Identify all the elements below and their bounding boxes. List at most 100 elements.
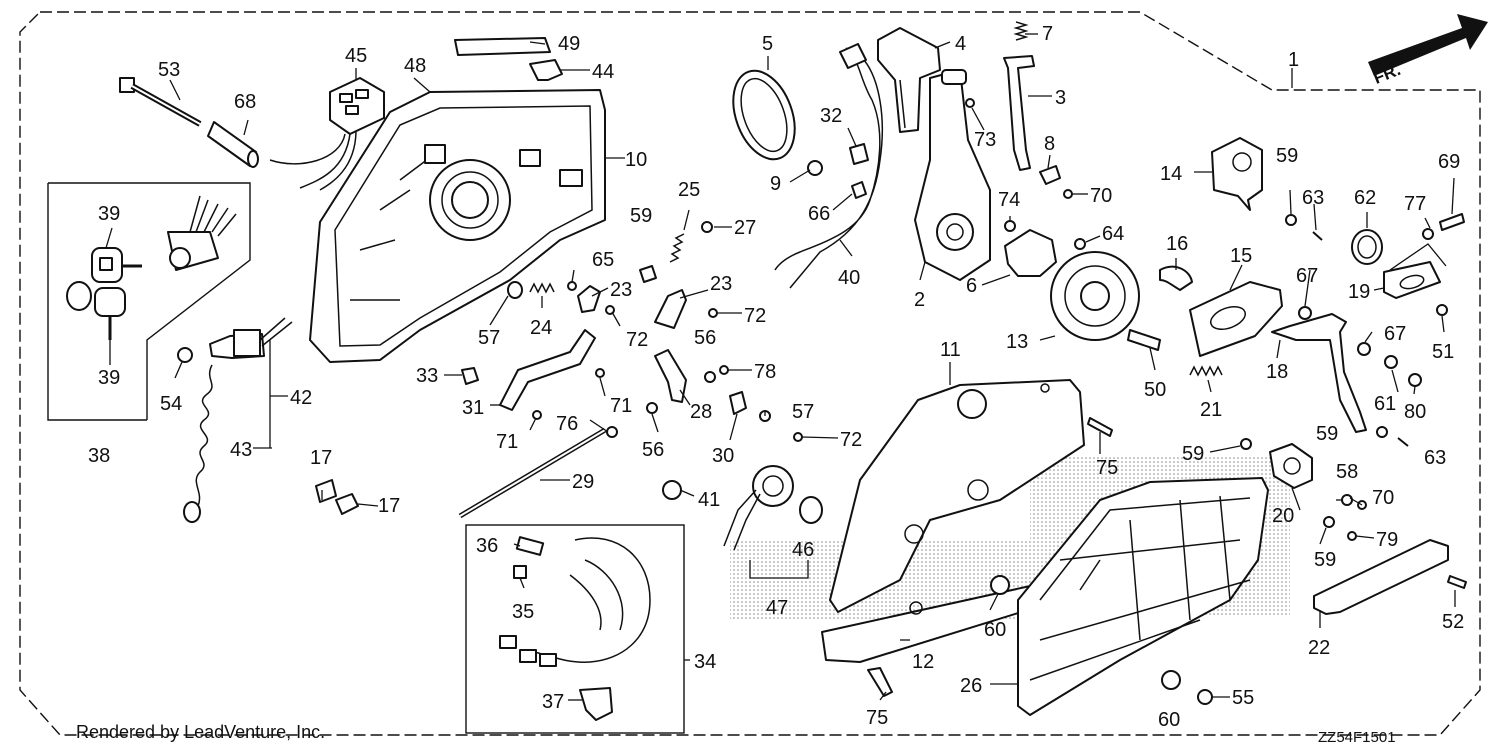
part-label-51: 51	[1432, 341, 1454, 363]
remote-control-housing-48	[309, 89, 606, 363]
part-label-37: 37	[542, 691, 564, 713]
harness-box-34	[465, 524, 685, 734]
part-label-77: 77	[1404, 193, 1426, 215]
washer-56b	[646, 402, 658, 414]
bracket-47	[749, 560, 809, 579]
link-31	[499, 329, 596, 411]
part-label-38: 38	[88, 445, 110, 467]
part-label-6: 6	[966, 275, 977, 297]
part-label-3: 3	[1055, 87, 1066, 109]
clamp-41	[662, 480, 682, 500]
ring-62	[1351, 229, 1383, 265]
part-label-45: 45	[345, 45, 367, 67]
washer-59e	[1323, 516, 1335, 528]
part-label-74: 74	[998, 189, 1020, 211]
part-label-42: 42	[290, 387, 312, 409]
part-label-60a: 60	[984, 619, 1006, 641]
assembly-frame	[19, 11, 1481, 736]
part-label-23b: 23	[710, 273, 732, 295]
switch-45	[269, 77, 385, 191]
part-label-7: 7	[1042, 23, 1053, 45]
spring-7	[1013, 21, 1029, 41]
part-label-58: 58	[1336, 461, 1358, 483]
part-label-23a: 23	[610, 279, 632, 301]
plate-13	[1050, 251, 1140, 341]
nut-76	[606, 426, 618, 438]
part-label-72b: 72	[626, 329, 648, 351]
washer-59d	[1240, 438, 1252, 450]
clip-30	[729, 391, 747, 415]
part-label-67b: 67	[1384, 323, 1406, 345]
part-label-54: 54	[160, 393, 182, 415]
part-label-79: 79	[1376, 529, 1398, 551]
bolt-79	[1347, 531, 1357, 541]
collar-68	[207, 121, 259, 168]
part-label-10: 10	[625, 149, 647, 171]
part-label-66: 66	[808, 203, 830, 225]
part-label-26: 26	[960, 675, 982, 697]
part-label-64: 64	[1102, 223, 1124, 245]
pin-63a	[1312, 231, 1323, 241]
part-label-12: 12	[912, 651, 934, 673]
label-49	[454, 37, 551, 56]
part-label-27: 27	[734, 217, 756, 239]
bolt-51	[1436, 304, 1448, 316]
part-label-31: 31	[462, 397, 484, 419]
clip-8	[1039, 165, 1061, 185]
nut-80	[1408, 373, 1422, 387]
part-label-32: 32	[820, 105, 842, 127]
diagram-code: ZZ54F1501	[1318, 729, 1396, 746]
washer-59b	[1285, 214, 1297, 226]
part-label-14: 14	[1160, 163, 1182, 185]
washer-77	[1422, 228, 1434, 240]
mounting-plate-26	[1017, 477, 1269, 716]
part-label-59e: 59	[1314, 549, 1336, 571]
bolt-71b	[532, 410, 542, 420]
bolt-71a	[595, 368, 605, 378]
part-label-57a: 57	[478, 327, 500, 349]
connector-40	[839, 43, 867, 69]
clip-66	[851, 181, 867, 199]
part-label-11: 11	[940, 339, 961, 361]
part-label-15: 15	[1230, 245, 1252, 267]
nut-33	[461, 367, 479, 385]
part-label-17b: 17	[378, 495, 400, 517]
lever-23b	[654, 289, 687, 329]
part-label-75a: 75	[1096, 457, 1118, 479]
footer-credit: Rendered by LeadVenture, Inc.	[76, 722, 325, 742]
spring-24	[529, 282, 555, 294]
part-label-8: 8	[1044, 133, 1055, 155]
emergency-stop-switch-42	[177, 317, 293, 363]
washer-61	[1384, 355, 1398, 369]
control-lever-2	[914, 69, 991, 281]
part-label-13: 13	[1006, 331, 1028, 353]
part-label-62: 62	[1354, 187, 1376, 209]
bracket-14	[1211, 137, 1263, 211]
part-label-71a: 71	[610, 395, 632, 417]
pin-63b	[1397, 437, 1409, 447]
nut-55	[1197, 689, 1213, 705]
bolt-78	[719, 365, 729, 375]
part-label-36: 36	[476, 535, 498, 557]
part-label-59a: 59	[630, 205, 652, 227]
washer-60b	[1161, 670, 1181, 690]
part-label-49: 49	[558, 33, 580, 55]
part-label-78: 78	[754, 361, 776, 383]
screw-9	[807, 160, 823, 176]
part-label-2: 2	[914, 289, 925, 311]
spring-25	[669, 233, 685, 263]
washer-65	[567, 281, 577, 291]
part-label-67a: 67	[1296, 265, 1318, 287]
nut-59a	[639, 265, 657, 283]
washer-59c	[1376, 426, 1388, 438]
part-label-43: 43	[230, 439, 252, 461]
part-label-34: 34	[694, 651, 716, 673]
screw-75a	[1087, 417, 1113, 437]
bracket-14-hole	[1232, 152, 1252, 172]
part-label-70b: 70	[1372, 487, 1394, 509]
washer-27	[701, 221, 713, 233]
rod-3	[1003, 55, 1035, 171]
clip-44	[529, 59, 563, 81]
lever-28	[654, 349, 687, 403]
